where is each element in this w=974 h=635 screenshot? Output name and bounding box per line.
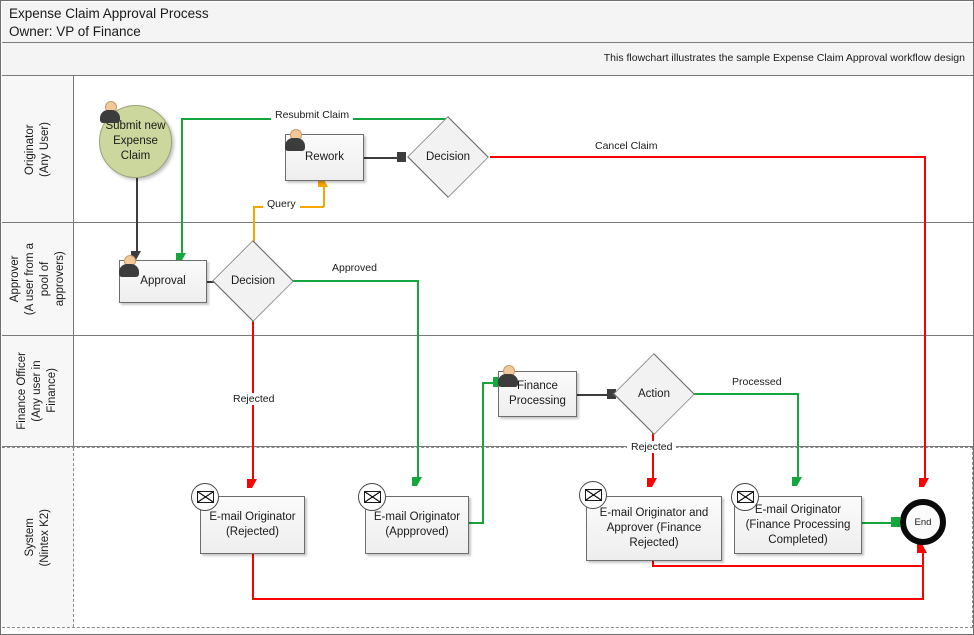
diagram-description: This flowchart illustrates the sample Ex… [603, 52, 965, 64]
diagram-description-bar: This flowchart illustrates the sample Ex… [2, 43, 973, 76]
arrowhead-approved [412, 477, 422, 486]
node-label-rework: Rework [305, 151, 344, 163]
page-title: Expense Claim Approval Process [9, 6, 209, 21]
node-label-finance-processing: Finance Processing [509, 380, 566, 407]
swimlane-originator: Originator (Any User) [2, 76, 973, 223]
node-decision-originator[interactable]: Decision [407, 116, 489, 198]
edge-cancel-claim-h [490, 156, 926, 158]
edge-query-v-right [323, 186, 325, 207]
arrowhead-finance-to-action [607, 389, 616, 399]
edge-label-rejected: Rejected [229, 393, 279, 405]
arrowhead-to-finance-processing [493, 377, 502, 387]
diagram-title-bar: Expense Claim Approval Process Owner: VP… [2, 2, 973, 43]
edge-approved-v [417, 280, 419, 480]
edge-finrej-bottom-h [652, 565, 924, 567]
node-label-end: End [914, 516, 932, 528]
swimlane-label-finance-officer: Finance Officer (Any user in Finance) [16, 352, 58, 430]
arrowhead-completed-to-end [891, 517, 900, 527]
mail-icon-email-finance-rejected [579, 481, 607, 509]
edge-rejected-bottom-h [252, 598, 924, 600]
swimlane-body-originator [74, 76, 973, 222]
node-finance-processing[interactable]: Finance Processing [498, 371, 577, 417]
arrowhead-rejected-to-end [917, 544, 927, 553]
swimlane-header-finance-officer: Finance Officer (Any user in Finance) [2, 336, 74, 446]
process-owner: Owner: VP of Finance [9, 24, 141, 39]
arrowhead-query [318, 178, 328, 187]
node-label-email-finance-completed: E-mail Originator (Finance Processing Co… [745, 503, 851, 546]
person-icon-rework [284, 129, 306, 151]
person-icon-originator-start [99, 101, 121, 123]
swimlane-body-approver [74, 223, 973, 335]
edge-rework-to-decision [364, 157, 400, 159]
edge-label-resubmit-claim: Resubmit Claim [271, 109, 354, 121]
person-icon-finance-processing [497, 365, 519, 387]
edge-label-approved: Approved [328, 262, 381, 274]
swimlane-label-system: System (Nintex K2) [23, 508, 51, 567]
edge-completed-to-end [861, 522, 894, 524]
arrowhead-finance-rejected [647, 478, 657, 487]
swimlane-header-approver: Approver (A user from a pool of approver… [2, 223, 74, 335]
node-label-email-approved: E-mail Originator (Appproved) [373, 511, 461, 538]
node-label-approval: Approval [140, 275, 186, 287]
arrowhead-rework-to-decision [397, 152, 406, 162]
edge-approved-h [291, 280, 419, 282]
swimlane-finance-officer: Finance Officer (Any user in Finance) [2, 336, 973, 447]
swimlane-label-approver: Approver (A user from a pool of approver… [8, 242, 66, 316]
swimlane-approver: Approver (A user from a pool of approver… [2, 223, 973, 336]
edge-label-finance-rejected: Rejected [627, 441, 677, 453]
edge-rejected-up-to-end [922, 551, 924, 599]
node-label-decision-originator: Decision [425, 151, 471, 163]
arrowhead-processed [792, 477, 802, 486]
edge-finance-to-action [576, 394, 610, 396]
edge-finrej-bottom-v [652, 561, 654, 567]
edge-label-cancel-claim: Cancel Claim [591, 140, 662, 152]
edge-label-processed: Processed [728, 376, 786, 388]
node-email-finance-rejected[interactable]: E-mail Originator and Approver (Finance … [586, 496, 722, 561]
edge-rejected-bottom-v [252, 554, 254, 600]
mail-icon-email-approved [358, 483, 386, 511]
swimlane-label-originator: Originator (Any User) [23, 121, 51, 177]
person-icon-approval [118, 255, 140, 277]
edge-cancel-claim-v [924, 156, 926, 481]
edge-to-finance-v [482, 383, 484, 523]
swimlane-system: System (Nintex K2) [2, 447, 973, 628]
node-label-start: Submit new Expense Claim [105, 120, 166, 162]
node-label-email-finance-rejected: E-mail Originator and Approver (Finance … [599, 507, 709, 549]
node-action[interactable]: Action [613, 353, 695, 435]
arrowhead-resubmit-claim [176, 253, 186, 262]
edge-to-finance-h-lower [468, 522, 484, 524]
edge-start-to-approval [136, 178, 138, 253]
arrowhead-rejected [247, 479, 257, 488]
node-label-action: Action [638, 388, 670, 400]
mail-icon-email-finance-completed [731, 483, 759, 511]
node-label-email-rejected: E-mail Originator (Rejected) [209, 511, 296, 538]
edge-resubmit-v-left [181, 118, 183, 256]
edge-label-query: Query [263, 198, 300, 210]
mail-icon-email-rejected [191, 483, 219, 511]
node-approval[interactable]: Approval [119, 260, 207, 303]
swimlane-header-originator: Originator (Any User) [2, 76, 74, 222]
edge-to-finance-h-upper [482, 382, 497, 384]
node-email-rejected[interactable]: E-mail Originator (Rejected) [200, 496, 305, 554]
edge-processed-h [693, 393, 799, 395]
node-end[interactable]: End [900, 499, 946, 545]
node-label-decision-approver: Decision [230, 275, 276, 287]
node-decision-approver[interactable]: Decision [212, 240, 294, 322]
edge-query-v-left [253, 207, 255, 262]
swimlane-header-system: System (Nintex K2) [2, 448, 74, 627]
edge-processed-v [797, 393, 799, 479]
arrowhead-cancel-claim [919, 478, 929, 487]
